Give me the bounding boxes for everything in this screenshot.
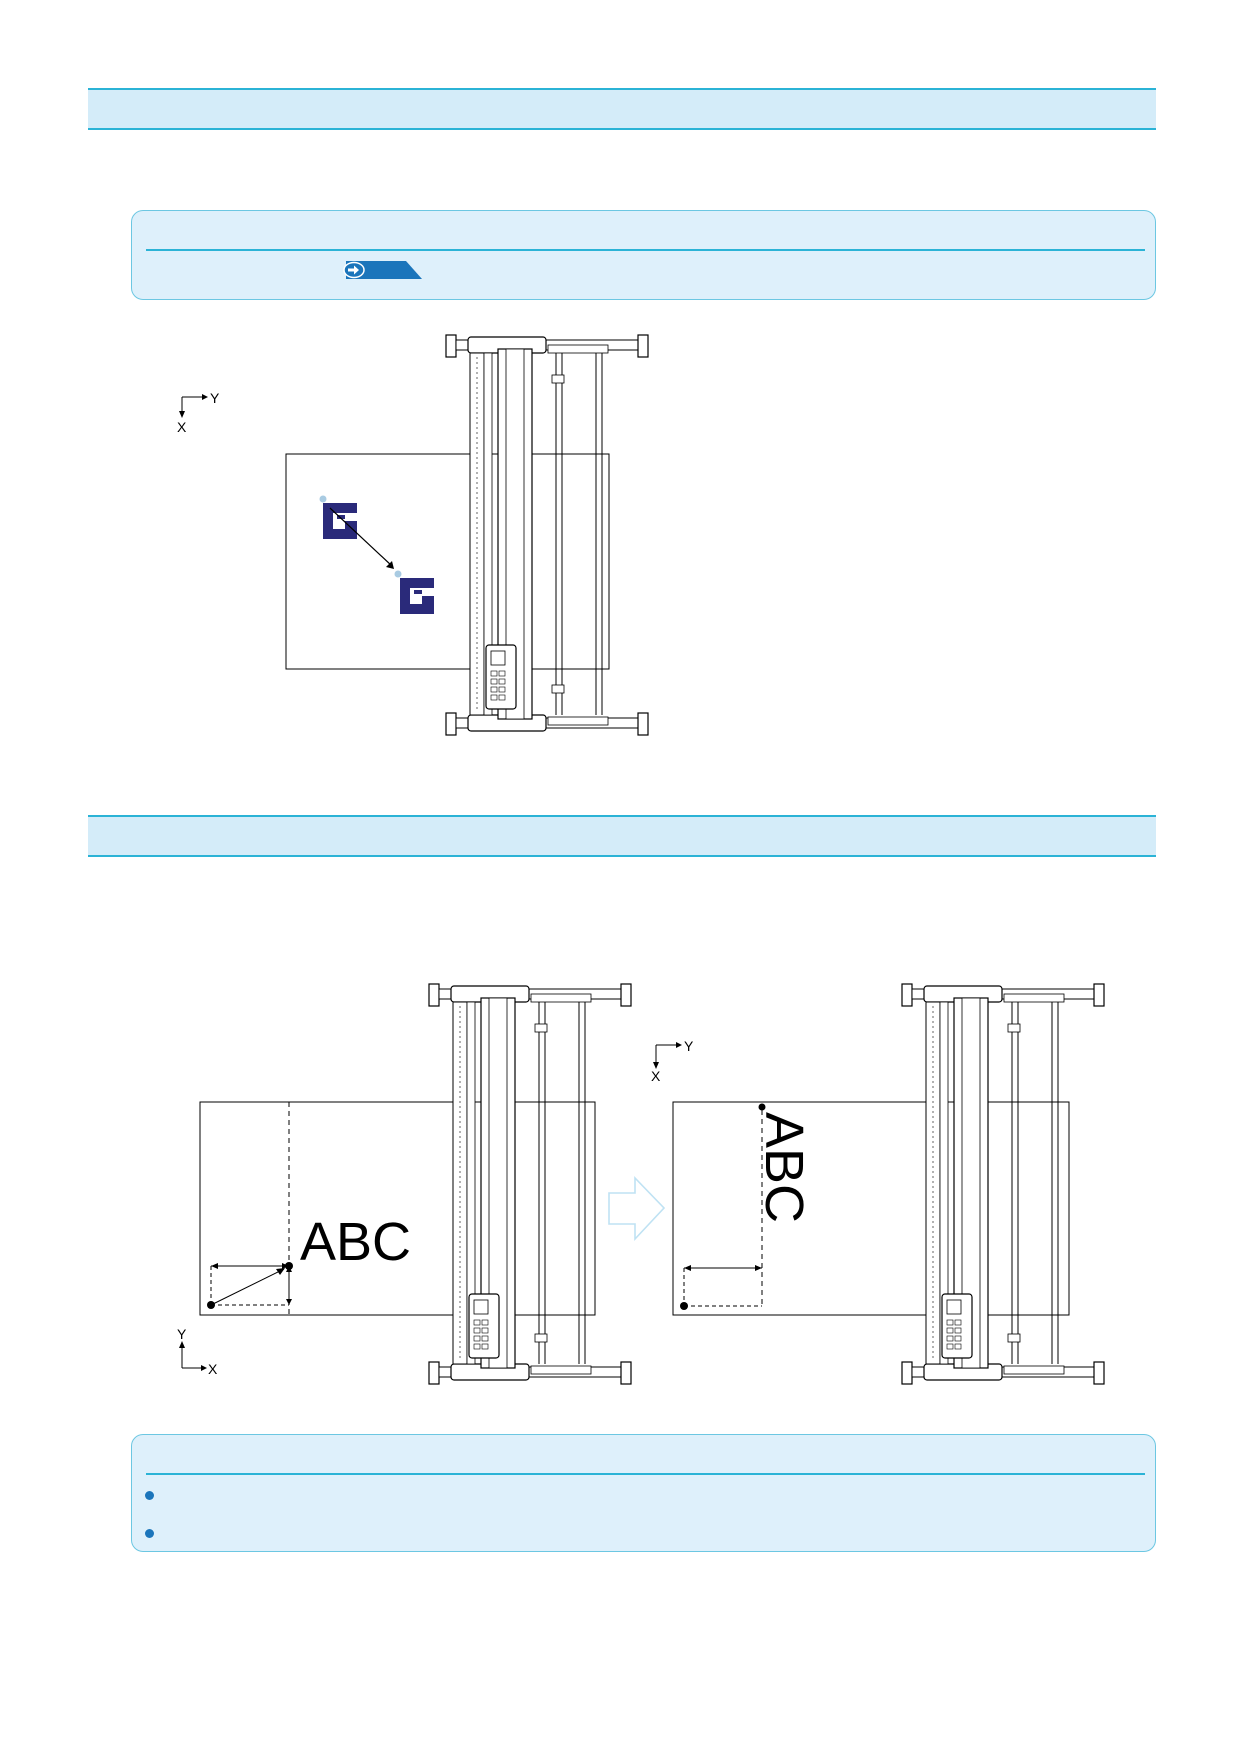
note-box-2 — [131, 1434, 1156, 1552]
section-header-bar-1 — [88, 88, 1156, 130]
sample-text: ABC — [300, 1212, 411, 1272]
cutting-plotter — [428, 983, 632, 1385]
sample-text-rotated: ABC — [754, 1112, 814, 1223]
media-sheet — [199, 1101, 596, 1316]
media-sheet — [672, 1101, 1070, 1316]
note-divider — [146, 249, 1145, 251]
axis-x-label: X — [208, 1361, 218, 1377]
axis-indicator: Y X — [177, 390, 220, 435]
registration-mark-icon — [400, 578, 434, 614]
registration-mark-icon — [323, 503, 357, 539]
cutting-plotter — [445, 334, 649, 736]
section-header-bar-2 — [88, 815, 1156, 857]
bullet-icon — [145, 1491, 154, 1500]
axis-y-label: Y — [177, 1326, 187, 1342]
note-box-1 — [131, 210, 1156, 300]
axis-y-label: Y — [210, 390, 220, 406]
axis-y-label: Y — [684, 1038, 694, 1054]
figure-2-right: ABC Y X — [651, 983, 1105, 1385]
cutting-plotter — [901, 983, 1105, 1385]
reference-arrow-icon[interactable] — [342, 261, 422, 279]
axis-x-label: X — [651, 1068, 661, 1084]
figure-2-left: ABC Y X — [177, 983, 632, 1385]
media-sheet — [285, 453, 610, 670]
axis-x-label: X — [177, 419, 187, 435]
note-divider — [146, 1473, 1145, 1475]
transition-arrow-icon — [608, 1176, 666, 1242]
bullet-icon — [145, 1529, 154, 1538]
